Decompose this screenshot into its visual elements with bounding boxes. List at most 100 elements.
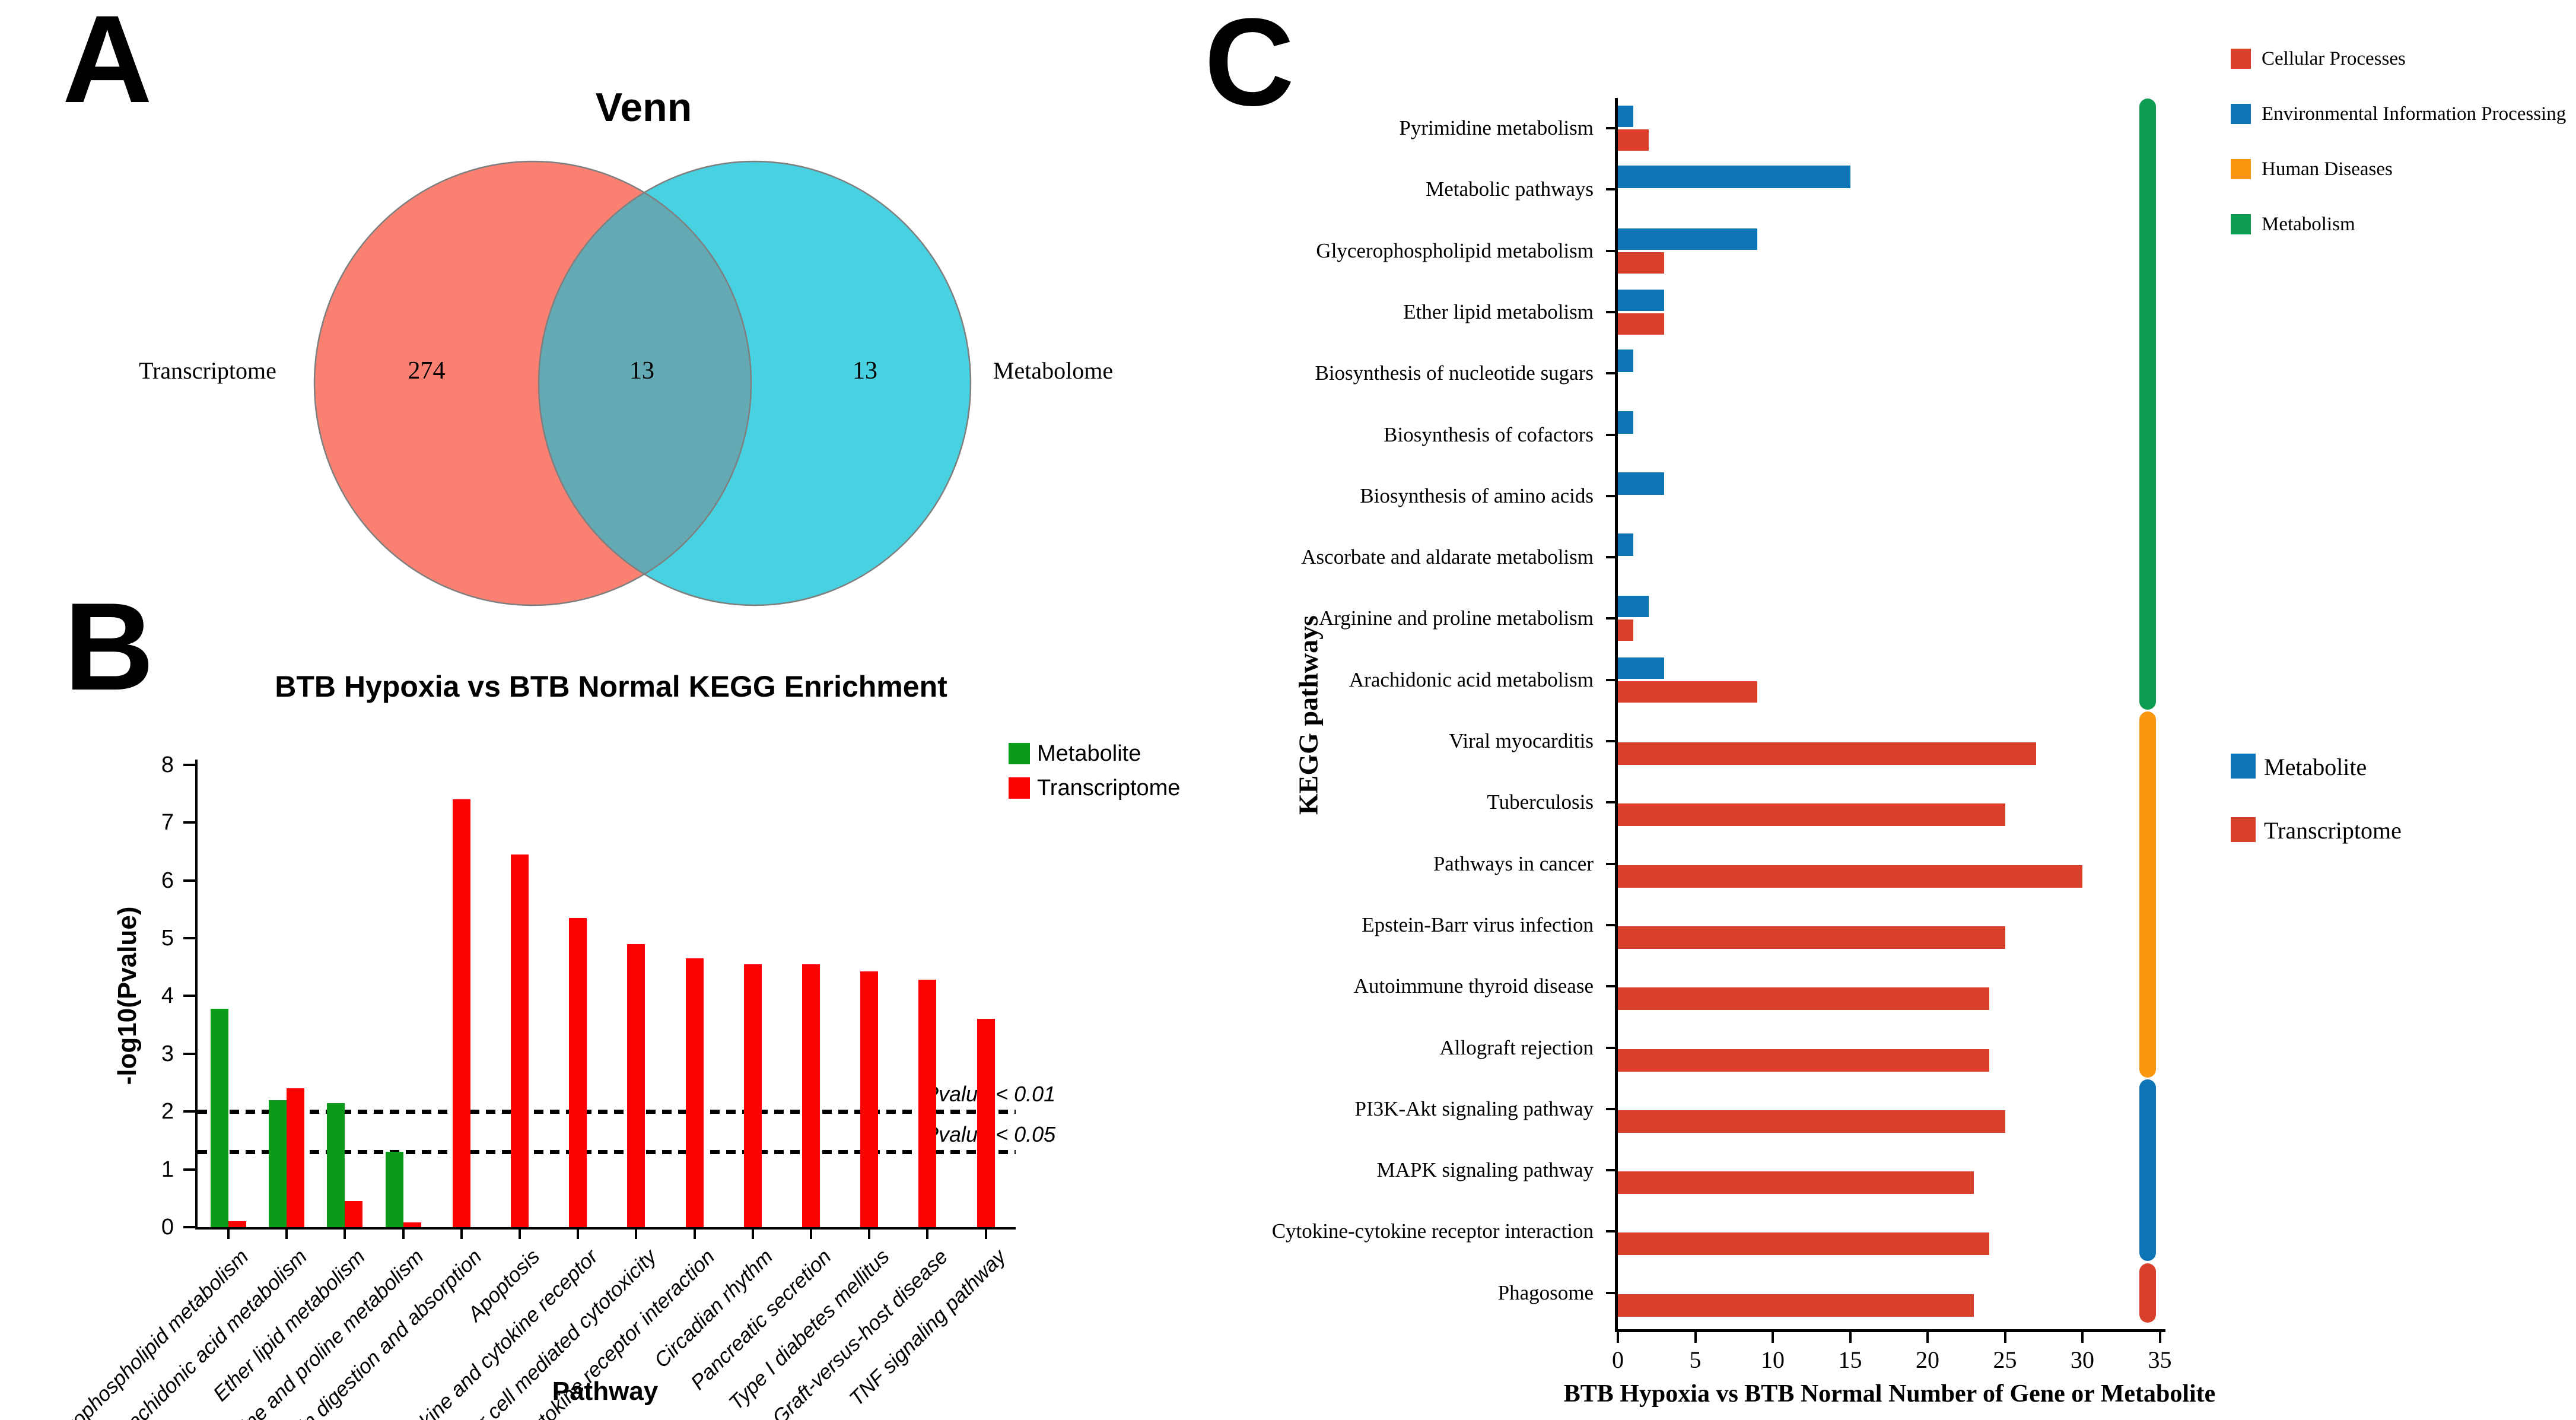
panel-b-bar-transcriptome-11	[860, 971, 879, 1227]
panel-c-row-tick	[1606, 801, 1618, 804]
panel-b-legend-swatch-metabolite	[1009, 743, 1030, 764]
panel-b-bar-metabolite-3	[385, 1152, 403, 1227]
panel-c-category-legend-label-2: Human Diseases	[2262, 158, 2393, 180]
venn-right-set-label: Metabolome	[993, 357, 1114, 384]
panel-c-series-legend-swatch-metabolite	[2231, 754, 2256, 779]
panel-b-ytick-label: 1	[161, 1157, 174, 1182]
panel-c-bar-transcriptome-16	[1618, 1110, 2005, 1133]
panel-c-row-tick	[1606, 617, 1618, 620]
panel-c-row-tick	[1606, 1046, 1618, 1049]
panel-c-row-label-12: Pathways in cancer	[1433, 852, 1594, 875]
panel-c-bar-metabolite-4	[1618, 350, 1634, 373]
panel-b-ytick	[183, 937, 195, 939]
panel-c-bar-metabolite-7	[1618, 533, 1634, 557]
panel-c-row-label-16: PI3K-Akt signaling pathway	[1354, 1097, 1594, 1120]
panel-c-row-tick	[1606, 923, 1618, 926]
panel-c-row-tick	[1606, 249, 1618, 252]
panel-b-xtick	[810, 1230, 812, 1239]
panel-c-bar-transcriptome-14	[1618, 987, 1990, 1011]
panel-c-xlabel: BTB Hypoxia vs BTB Normal Number of Gene…	[1563, 1380, 2216, 1408]
panel-c-row-tick	[1606, 1291, 1618, 1294]
panel-c-row-label-3: Ether lipid metabolism	[1403, 300, 1594, 323]
panel-c-xtick	[1849, 1332, 1852, 1343]
panel-b-bar-transcriptome-1	[287, 1088, 305, 1227]
panel-b-bar-transcriptome-13	[977, 1019, 995, 1227]
panel-c-row-label-2: Glycerophospholipid metabolism	[1316, 239, 1594, 262]
panel-b-xlabel: Pathway	[552, 1377, 659, 1406]
panel-c-row-tick	[1606, 188, 1618, 191]
venn-left-outline	[313, 160, 752, 606]
panel-b-bar-transcriptome-10	[802, 964, 820, 1227]
panel-c-category-legend-swatch-1	[2231, 104, 2251, 124]
panel-b-ytick	[183, 763, 195, 766]
panel-c-category-legend-swatch-3	[2231, 214, 2251, 234]
panel-c-xtick-label: 35	[2148, 1346, 2172, 1373]
panel-c-row-tick	[1606, 127, 1618, 129]
panel-b-xtick	[519, 1230, 521, 1239]
panel-c-category-legend-label-0: Cellular Processes	[2262, 48, 2406, 69]
panel-c-row-label-7: Ascorbate and aldarate metabolism	[1301, 545, 1594, 569]
panel-b-ytick	[183, 1226, 195, 1228]
panel-a-label: A	[62, 0, 152, 129]
panel-c-row-label-5: Biosynthesis of cofactors	[1384, 422, 1594, 446]
panel-c-category-legend-label-3: Metabolism	[2262, 214, 2355, 235]
panel-b-ytick	[183, 821, 195, 824]
panel-c-row-tick	[1606, 985, 1618, 988]
panel-c-xtick-label: 30	[2071, 1346, 2094, 1373]
panel-c-row-tick	[1606, 740, 1618, 742]
panel-c-row-label-1: Metabolic pathways	[1426, 177, 1594, 201]
venn-right-outline	[538, 160, 972, 606]
panel-b-x-axis	[195, 1227, 1016, 1230]
panel-b-bar-metabolite-2	[327, 1103, 345, 1227]
panel-c-xtick	[2158, 1332, 2161, 1343]
panel-b-bar-transcriptome-7	[627, 944, 645, 1227]
panel-b-xtick	[285, 1230, 288, 1239]
panel-c-bar-metabolite-6	[1618, 472, 1665, 495]
panel-c-bar-transcriptome-11	[1618, 803, 2005, 827]
panel-b-ytick-label: 8	[161, 752, 174, 777]
panel-c-label: C	[1204, 0, 1295, 132]
panel-c-row-label-10: Viral myocarditis	[1449, 729, 1594, 752]
venn-title: Venn	[595, 85, 692, 130]
panel-c-bar-transcriptome-12	[1618, 865, 2082, 888]
panel-c-series-legend-label-transcriptome: Transcriptome	[2264, 817, 2402, 844]
panel-b-ytick-label: 5	[161, 926, 174, 951]
panel-c-row-tick	[1606, 433, 1618, 436]
panel-c-bar-transcriptome-19	[1618, 1294, 1974, 1317]
panel-b-ytick-label: 2	[161, 1099, 174, 1124]
panel-c-row-label-9: Arachidonic acid metabolism	[1349, 668, 1594, 691]
panel-c-xtick-label: 0	[1612, 1346, 1624, 1373]
panel-b-xtick	[868, 1230, 871, 1239]
panel-b-xtick	[227, 1230, 230, 1239]
panel-c-row-label-17: MAPK signaling pathway	[1376, 1158, 1594, 1182]
panel-c-bar-metabolite-0	[1618, 106, 1634, 127]
category-bar-cellular-processes	[2139, 1263, 2156, 1323]
panel-c-bar-transcriptome-2	[1618, 252, 1665, 274]
panel-c-series-legend-swatch-transcriptome	[2231, 817, 2256, 842]
panel-c-row-tick	[1606, 1107, 1618, 1110]
panel-c-bar-metabolite-8	[1618, 596, 1649, 618]
panel-b-xtick	[402, 1230, 405, 1239]
panel-c-xtick-label: 5	[1689, 1346, 1702, 1373]
panel-b-label: B	[64, 577, 154, 716]
panel-b-xtick	[344, 1230, 346, 1239]
panel-b-legend-swatch-transcriptome	[1009, 777, 1030, 799]
panel-b-ytick-label: 4	[161, 983, 174, 1009]
panel-c-bar-metabolite-9	[1618, 657, 1665, 679]
panel-c-series-legend-label-metabolite: Metabolite	[2264, 754, 2367, 780]
panel-c-xtick	[2003, 1332, 2006, 1343]
panel-b-ytick	[183, 1110, 195, 1113]
panel-c-bar-transcriptome-18	[1618, 1232, 1990, 1256]
venn-right-count: 13	[853, 357, 877, 385]
panel-b-ytick-label: 0	[161, 1215, 174, 1240]
panel-b-xtick	[460, 1230, 463, 1239]
panel-c-row-label-11: Tuberculosis	[1487, 790, 1594, 814]
panel-c-row-label-6: Biosynthesis of amino acids	[1360, 484, 1594, 507]
panel-c-category-legend-swatch-0	[2231, 49, 2251, 69]
panel-c-category-legend-swatch-2	[2231, 159, 2251, 179]
panel-c-bar-transcriptome-9	[1618, 681, 1757, 703]
panel-b-ytick-label: 6	[161, 868, 174, 893]
panel-b-legend-label-transcriptome: Transcriptome	[1037, 776, 1181, 800]
panel-c-row-tick	[1606, 372, 1618, 375]
